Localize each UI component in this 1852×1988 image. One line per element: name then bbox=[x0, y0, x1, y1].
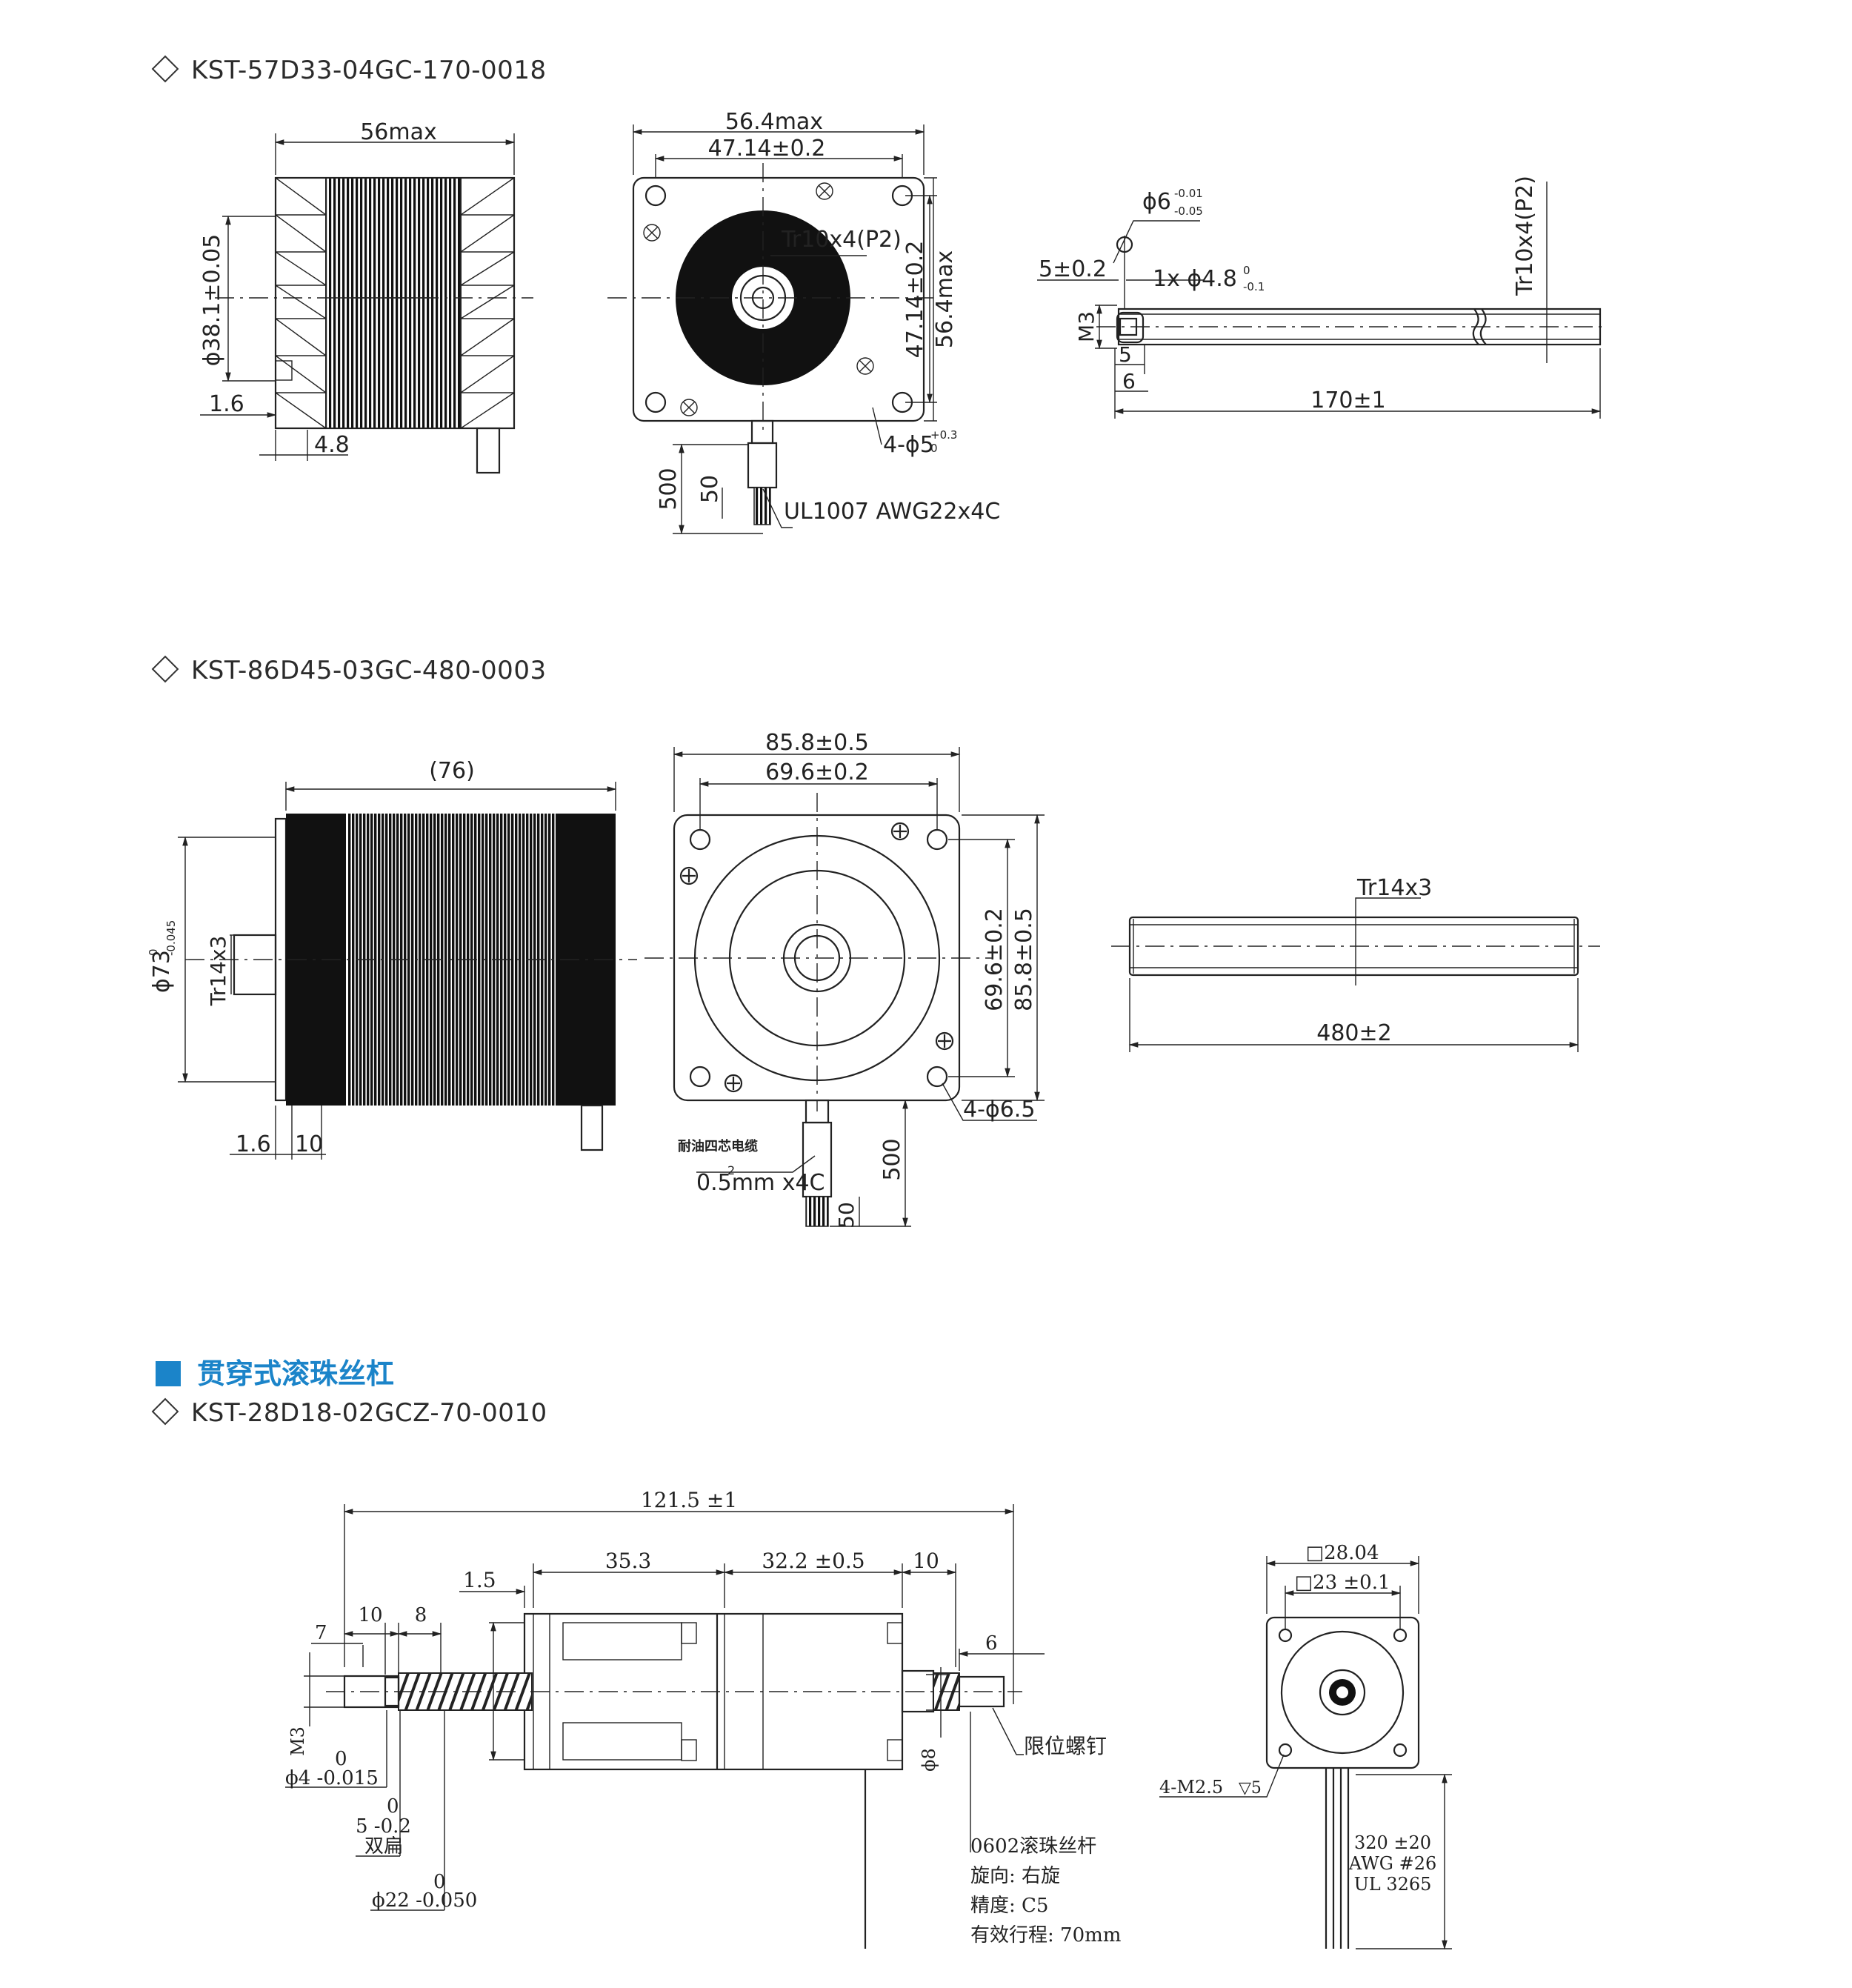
dim-text: ϕ22 -0.050 bbox=[372, 1889, 477, 1912]
dim-text: 5 -0.2 bbox=[356, 1815, 411, 1838]
dim-text: 500 bbox=[879, 1138, 905, 1180]
dim-text: 170±1 bbox=[1310, 388, 1385, 413]
dim-text: 0 bbox=[930, 442, 938, 455]
dim-text: (76) bbox=[429, 758, 475, 784]
wire-label: UL 3265 bbox=[1354, 1874, 1432, 1895]
dim-text: 0 bbox=[387, 1795, 399, 1818]
section-title-3: KST-28D18-02GCZ-70-0010 bbox=[151, 1397, 547, 1428]
dim-text: 121.5 ±1 bbox=[641, 1488, 737, 1512]
dim-text: 47.14±0.2 bbox=[708, 136, 826, 162]
wire-label: AWG #26 bbox=[1348, 1853, 1436, 1874]
dim-text: 0 bbox=[1243, 264, 1250, 277]
dim-text: 4-M2.5 bbox=[1159, 1777, 1223, 1798]
thread-label: Tr14x3 bbox=[1356, 875, 1432, 901]
thread-label: Tr10x4(P2) bbox=[1512, 176, 1538, 296]
dim-text: 56.4max bbox=[725, 109, 823, 135]
dim-text: 1.6 bbox=[209, 391, 244, 417]
dim-text: 6 bbox=[985, 1632, 998, 1655]
model-name: KST-57D33-04GC-170-0018 bbox=[191, 56, 547, 85]
section-title-1: KST-57D33-04GC-170-0018 bbox=[151, 55, 547, 85]
d2-side-view: (76) ϕ73 0 -0.045 Tr14x3 1.6 10 bbox=[147, 758, 637, 1160]
spec-text: 精度: C5 bbox=[970, 1895, 1048, 1917]
dim-text: 1.5 bbox=[463, 1568, 496, 1592]
dim-text: ϕ8 bbox=[919, 1748, 939, 1772]
dim-text: 10 bbox=[295, 1131, 323, 1157]
thread-label: Tr10x4(P2) bbox=[781, 227, 902, 253]
dim-text: 69.6±0.2 bbox=[982, 908, 1007, 1011]
d3-side-view: 121.5 ±1 35.3 32.2 ±0.5 10 1.5 7 10 8 6 … bbox=[285, 1488, 1121, 1949]
square-bullet-icon bbox=[156, 1360, 181, 1386]
dim-text: 4.8 bbox=[314, 432, 350, 458]
dim-text: 双扁 bbox=[364, 1835, 403, 1858]
wire-label: UL1007 AWG22x4C bbox=[784, 499, 1000, 525]
dim-text: 10 bbox=[358, 1604, 382, 1626]
category-header: 贯穿式滚珠丝杠 bbox=[156, 1351, 394, 1392]
dim-text: 50 bbox=[834, 1202, 859, 1229]
dim-text: ▽5 bbox=[1239, 1779, 1262, 1798]
dim-text: 10 bbox=[913, 1549, 939, 1573]
dim-text: 1x ϕ4.8 bbox=[1153, 266, 1237, 292]
model-name: KST-28D18-02GCZ-70-0010 bbox=[191, 1398, 547, 1428]
dim-text: 0 bbox=[147, 948, 160, 956]
dim-text: 7 bbox=[315, 1622, 327, 1644]
dim-text: -0.045 bbox=[164, 920, 178, 956]
spec-text: 0602滚珠丝杆 bbox=[970, 1835, 1096, 1858]
dim-text: 4-ϕ6.5 bbox=[963, 1097, 1035, 1123]
d2-front-view: 85.8±0.5 69.6±0.2 69.6±0.2 85.8±0.5 4-ϕ6… bbox=[644, 730, 1045, 1229]
dim-text: 50 bbox=[697, 475, 723, 503]
dim-text: 500 bbox=[656, 468, 682, 510]
dim-text: 5 bbox=[1119, 342, 1132, 367]
dim-text: 56.4max bbox=[932, 250, 958, 348]
callout-label: 限位螺钉 bbox=[1024, 1734, 1107, 1758]
cable-label: 0.5mm x4C bbox=[696, 1170, 825, 1196]
dim-text: M3 bbox=[1074, 311, 1099, 342]
dim-text: 85.8±0.5 bbox=[1011, 908, 1037, 1011]
dim-text: ϕ73 bbox=[149, 950, 175, 993]
dim-text: ϕ4 -0.015 bbox=[285, 1767, 379, 1789]
d1-shaft-view: Tr10x4(P2) ϕ6 -0.01 -0.05 5±0.2 1x ϕ4.8 … bbox=[1037, 176, 1608, 419]
dim-text: ϕ38.1±0.05 bbox=[199, 234, 225, 367]
dim-text: 32.2 ±0.5 bbox=[762, 1549, 865, 1573]
d1-side-view: 56max ϕ38.1±0.05 1.6 4.8 bbox=[199, 119, 533, 474]
dim-text: 5±0.2 bbox=[1039, 256, 1107, 282]
cable-label: 2 bbox=[727, 1163, 735, 1177]
dim-text: 8 bbox=[415, 1604, 427, 1626]
dim-text: 0 bbox=[433, 1871, 446, 1893]
dim-text: -0.05 bbox=[1174, 205, 1203, 218]
d1-front-view: 56.4max 47.14±0.2 47.14±0.2 56.4max Tr10… bbox=[607, 109, 1000, 535]
dim-text: -0.1 bbox=[1243, 280, 1265, 293]
dim-text: 85.8±0.5 bbox=[765, 730, 869, 756]
model-name: KST-86D45-03GC-480-0003 bbox=[191, 656, 547, 685]
thread-label: Tr14x3 bbox=[206, 936, 230, 1007]
dim-text: 6 bbox=[1122, 369, 1136, 393]
wire-label: 320 ±20 bbox=[1354, 1832, 1431, 1853]
dim-text: +0.3 bbox=[930, 428, 957, 442]
d3-front-view: □28.04 □23 ±0.1 4-M2.5 ▽5 320 ±20 AWG #2… bbox=[1159, 1542, 1452, 1950]
dim-text: 1.6 bbox=[236, 1131, 271, 1157]
dim-text: 0 bbox=[335, 1748, 347, 1770]
d2-shaft-view: Tr14x3 480±2 bbox=[1111, 875, 1600, 1052]
spec-text: 旋向: 右旋 bbox=[970, 1865, 1060, 1887]
spec-text: 有效行程: 70mm bbox=[970, 1924, 1121, 1947]
dim-text: 480±2 bbox=[1316, 1020, 1391, 1046]
cable-label: 耐油四芯电缆 bbox=[678, 1138, 758, 1154]
dim-text: 47.14±0.2 bbox=[902, 241, 928, 359]
dim-text: 69.6±0.2 bbox=[765, 759, 869, 785]
dim-text: □28.04 bbox=[1306, 1542, 1379, 1564]
dim-text: 35.3 bbox=[605, 1549, 651, 1573]
category-title: 贯穿式滚珠丝杠 bbox=[197, 1357, 395, 1390]
dim-text: □23 ±0.1 bbox=[1294, 1572, 1390, 1594]
dim-text: 56max bbox=[360, 119, 437, 145]
dim-text: M3 bbox=[287, 1726, 308, 1756]
dim-text: -0.01 bbox=[1174, 187, 1203, 200]
section-title-2: KST-86D45-03GC-480-0003 bbox=[151, 655, 547, 685]
dim-text: ϕ6 bbox=[1142, 189, 1171, 215]
dim-text: 4-ϕ5 bbox=[883, 432, 934, 458]
